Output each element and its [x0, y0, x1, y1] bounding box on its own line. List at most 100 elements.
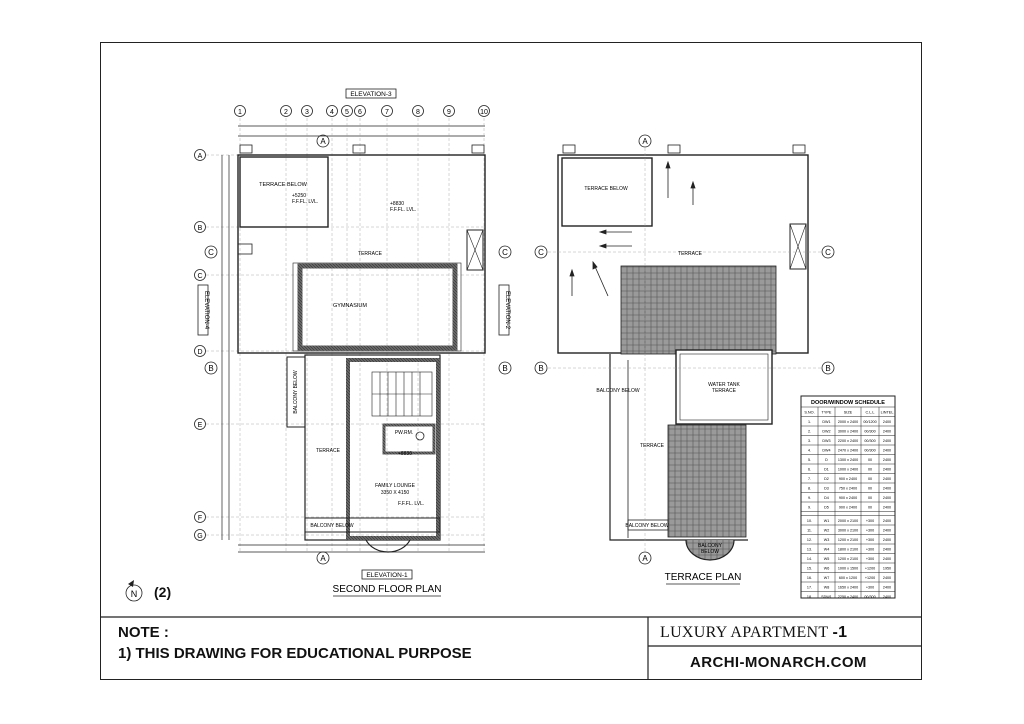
schedule-cell: 14.	[807, 557, 812, 561]
title-block-lines	[100, 616, 922, 680]
terrace-label-balcony-left: BALCONY BELOW	[596, 388, 640, 394]
grid-number: 8	[416, 109, 420, 116]
grid-letter: G	[197, 533, 202, 540]
note-line-1: 1) THIS DRAWING FOR EDUCATIONAL PURPOSE	[118, 645, 472, 662]
schedule-cell: 8.	[808, 486, 811, 490]
terrace-label-water-tank-sub: TERRACE	[712, 388, 737, 394]
schedule-cell: 2400	[883, 477, 891, 481]
schedule-cell: DW1	[822, 420, 830, 424]
grid-number: 5	[345, 109, 349, 116]
schedule-cell: 7.	[808, 477, 811, 481]
schedule-cell: 1200 x 2100	[838, 557, 858, 561]
schedule-cell: 00/300	[864, 448, 875, 452]
schedule-cell: +1200	[865, 576, 875, 580]
terrace-label-water-tank: WATER TANK	[708, 382, 740, 388]
svg-text:C: C	[538, 248, 544, 257]
schedule-cell: 2400	[883, 467, 891, 471]
schedule-cell: D1	[824, 467, 829, 471]
schedule-cell: 2400	[883, 528, 891, 532]
grid-bubble-E: E	[194, 418, 206, 430]
schedule-cell: DW4	[822, 448, 830, 452]
schedule-cell: 2400	[883, 448, 891, 452]
schedule-cell: 00	[868, 486, 872, 490]
schedule-header-cell: TYPE	[822, 411, 832, 415]
schedule-cell: W4	[824, 547, 830, 551]
grid-number: 2	[284, 109, 288, 116]
website-label: ARCHI-MONARCH.COM	[690, 654, 867, 671]
schedule-cell: D	[825, 458, 828, 462]
grid-bubble-B: B	[194, 221, 206, 233]
svg-text:B: B	[208, 364, 213, 373]
schedule-cell: 9.	[808, 496, 811, 500]
schedule-cell: D2	[824, 477, 829, 481]
schedule-cell: 1950	[883, 566, 891, 570]
schedule-cell: +300	[866, 557, 874, 561]
elevation-tag-left: ELEVATION-4	[197, 284, 209, 336]
svg-text:B: B	[538, 364, 543, 373]
svg-text:C: C	[502, 248, 508, 257]
svg-text:A: A	[642, 554, 648, 563]
schedule-cell: 600 x 1200	[839, 576, 857, 580]
ffl-lounge: F.F.FL. LVL.	[398, 501, 424, 507]
terrace-label-terrace-below: TERRACE BELOW	[584, 186, 628, 192]
schedule-header-cell: SIZE	[844, 411, 853, 415]
project-title: LUXURY APARTMENT -1	[660, 624, 847, 642]
schedule-cell: W7	[824, 576, 830, 580]
section-marker-c: C C	[204, 245, 512, 259]
terrace-plan: A A C C B B TERRACE BELOW TERRACE WATER …	[534, 134, 835, 585]
schedule-cell: 2400	[883, 420, 891, 424]
svg-text:A: A	[642, 137, 648, 146]
room-size-family-lounge: 3350 X 4150	[381, 490, 410, 496]
grid-letter: A	[198, 153, 203, 160]
schedule-cell: 00	[868, 496, 872, 500]
schedule-cell: 11.	[807, 528, 812, 532]
grid-number: 3	[305, 109, 309, 116]
schedule-cell: 00	[868, 477, 872, 481]
second-floor-plan: A A C C B B ELEVATION-3 ELEVATION-1 ELEV…	[194, 88, 512, 597]
grid-number: 10	[480, 109, 488, 116]
schedule-cell: W8	[824, 585, 830, 589]
terrace-label-balcony-arc-sub: BELOW	[701, 549, 719, 555]
schedule-cell: D3	[824, 486, 829, 490]
plan-title-terrace: TERRACE PLAN	[665, 572, 742, 583]
grid-bubble-6: 6	[354, 105, 366, 117]
north-symbol: N	[131, 589, 138, 599]
schedule-cell: 15.	[807, 566, 812, 570]
schedule-cell: 2000 x 2100	[838, 519, 858, 523]
schedule-cell: 2200 x 2400	[838, 439, 858, 443]
project-number: -1	[832, 624, 848, 641]
roof-hatch-upper	[620, 265, 777, 355]
room-label-balcony-left: BALCONY BELOW	[293, 370, 299, 414]
grid-letter: F	[198, 515, 202, 522]
grid-number: 9	[447, 109, 451, 116]
note-heading: NOTE :	[118, 624, 169, 641]
schedule-title: DOOR/WINDOW SCHEDULE	[811, 400, 885, 406]
room-label-terrace-mid: TERRACE	[316, 448, 341, 454]
elevation-tag-bottom: ELEVATION-1	[361, 569, 413, 580]
svg-text:A: A	[320, 554, 326, 563]
svg-text:C: C	[825, 248, 831, 257]
grid-number: 6	[358, 109, 362, 116]
grid-bubble-10: 10	[478, 105, 490, 117]
schedule-cell: 2400	[883, 576, 891, 580]
grid-number: 4	[330, 109, 334, 116]
schedule-cell: 6.	[808, 467, 811, 471]
grid-letter: E	[198, 422, 203, 429]
schedule-cell: 1800 x 2100	[838, 547, 858, 551]
schedule-cell: 12.	[807, 538, 812, 542]
svg-text:B: B	[825, 364, 830, 373]
drawing-sheet	[100, 42, 922, 680]
ffl-terrace: F.F.FL. LVL.	[390, 207, 416, 213]
schedule-cell: 1300 x 2400	[838, 458, 858, 462]
room-label-pwdr: PW.RM.	[395, 430, 413, 436]
